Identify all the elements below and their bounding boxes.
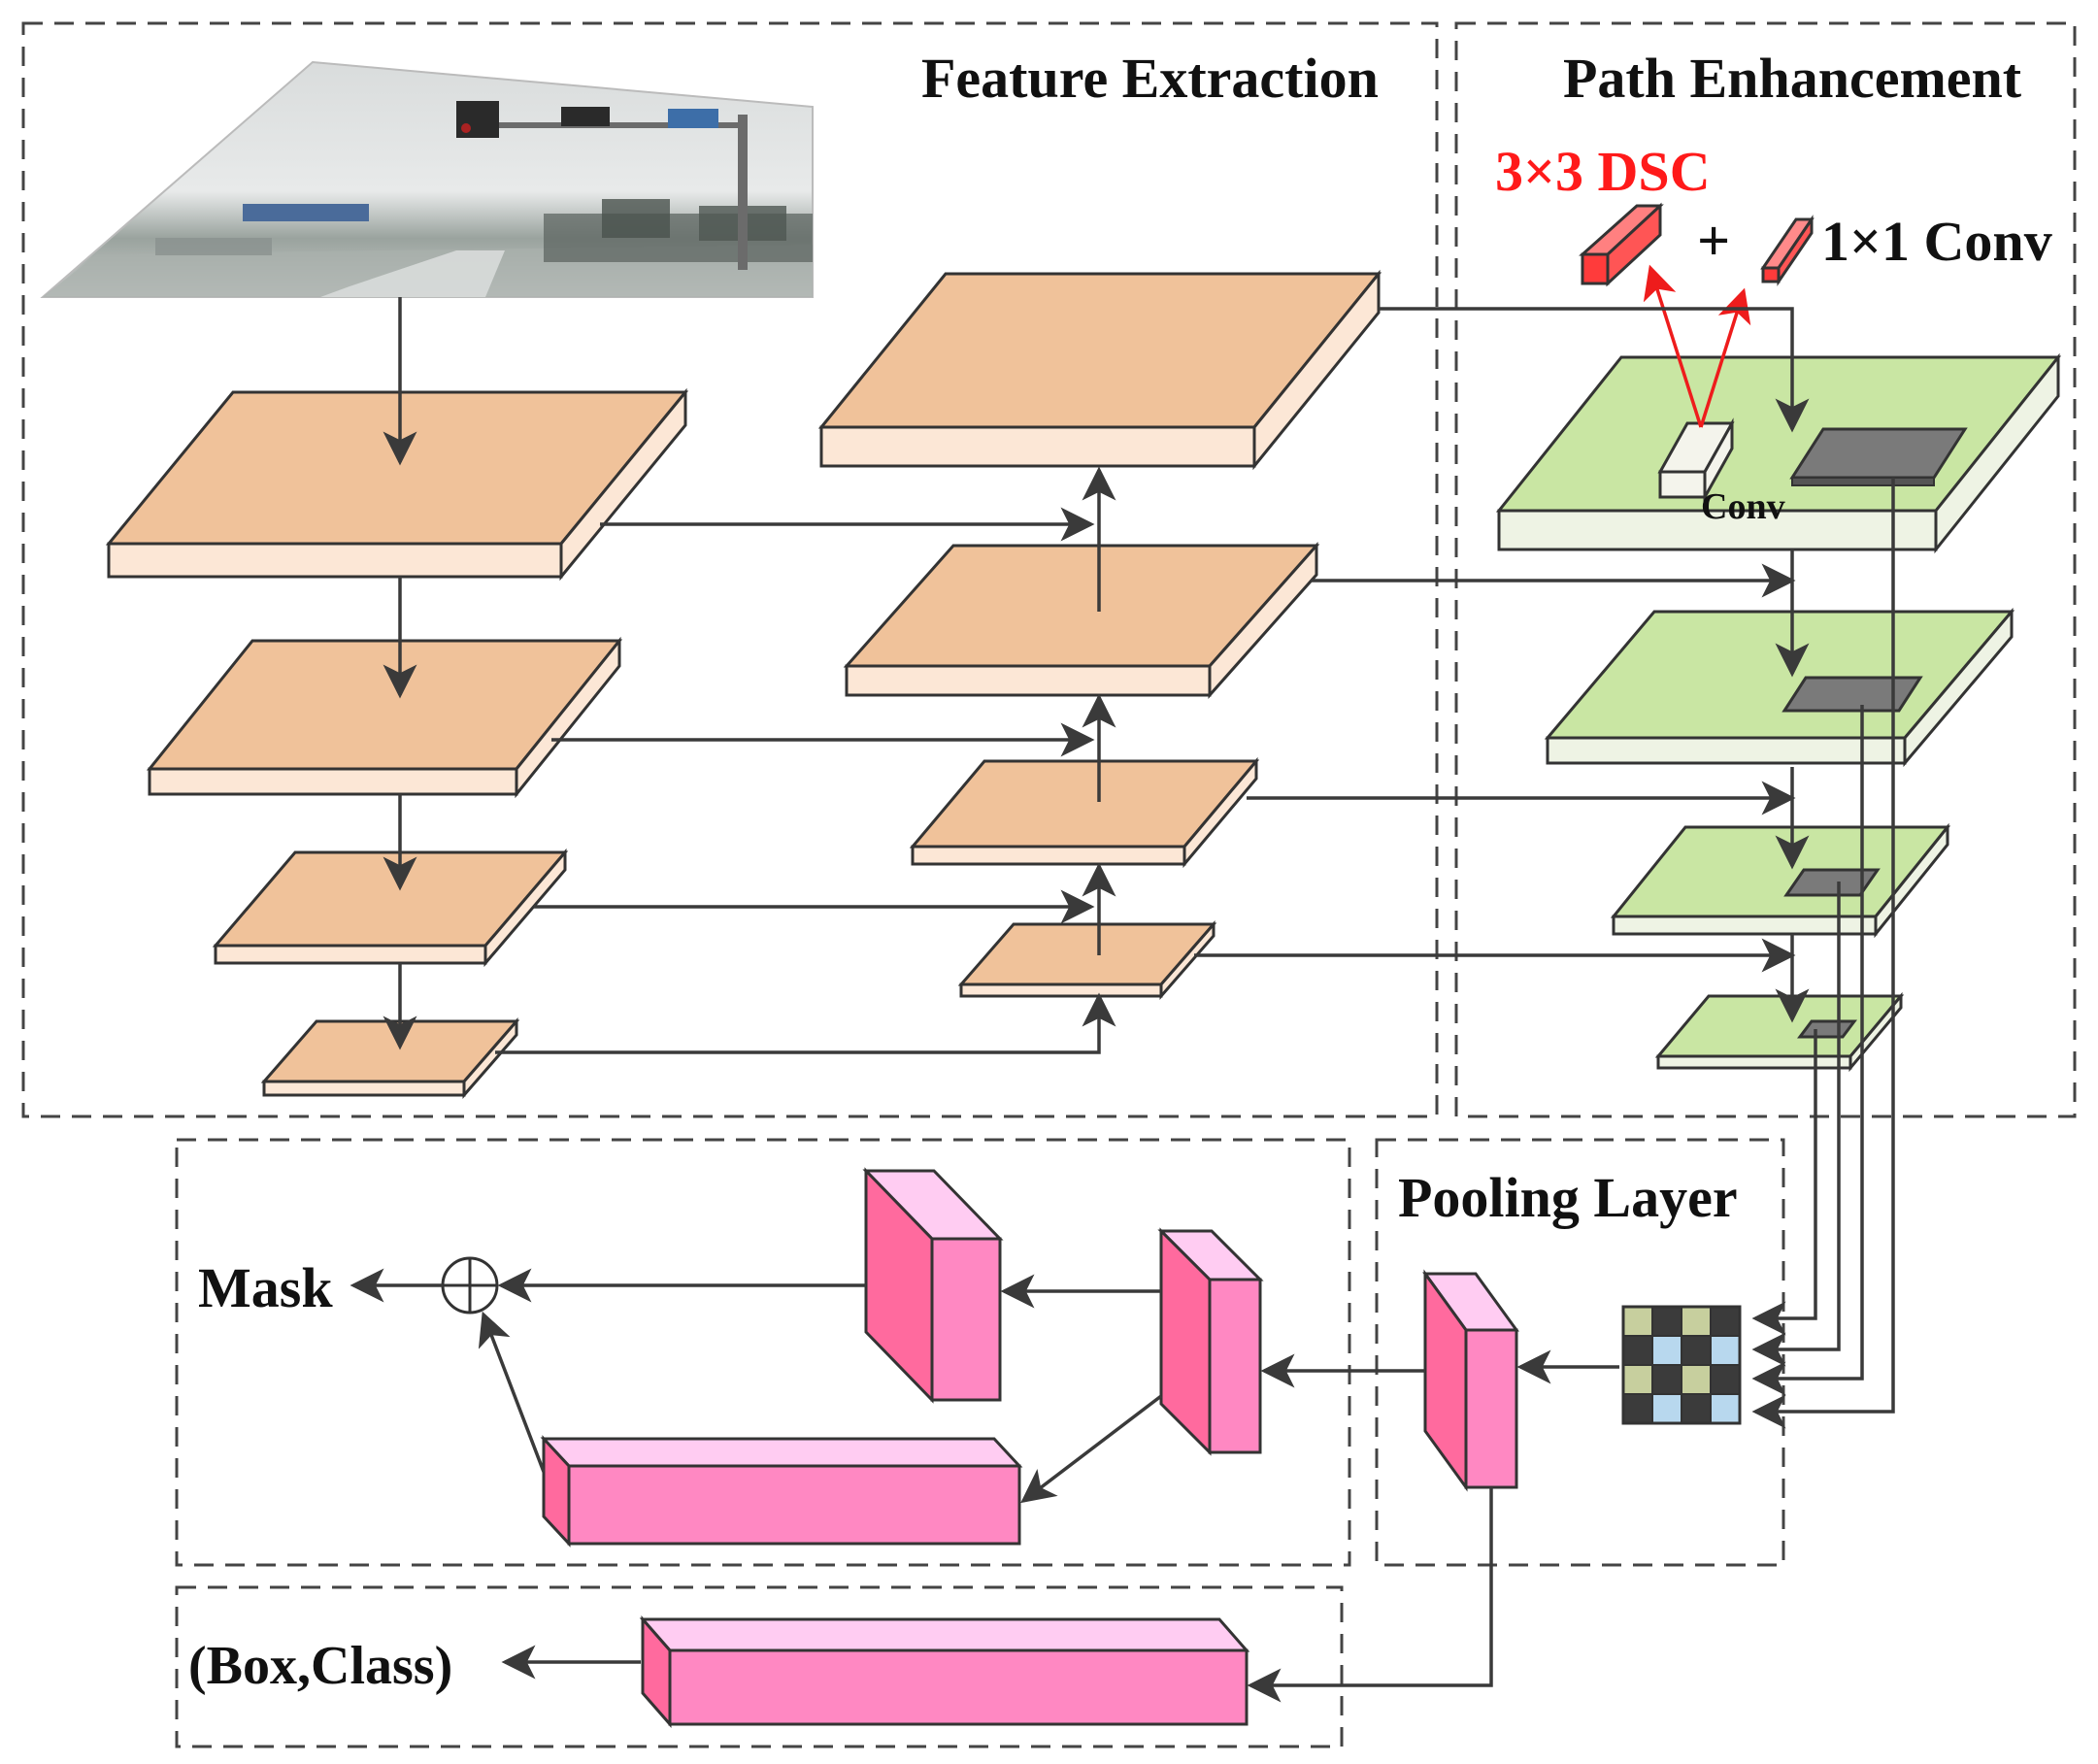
lateral-connections — [495, 507, 1116, 1054]
pooling-layer-title: Pooling Layer — [1398, 1166, 1738, 1229]
fpn-feature-map-3 — [909, 756, 1260, 869]
roi-patch-4 — [1797, 1019, 1857, 1039]
box-class-branch-region — [175, 1585, 1344, 1748]
path-enhancement-title: Path Enhancement — [1563, 47, 2022, 110]
pan-feature-map-2 — [1544, 607, 2015, 768]
pooled-feature-block — [1422, 1269, 1519, 1492]
mask-output-label: Mask — [198, 1256, 333, 1319]
conv-block — [1657, 417, 1735, 503]
roi-patch-1 — [1789, 427, 1968, 486]
mask-branch-region — [175, 1138, 1351, 1567]
backbone-feature-map-2 — [146, 636, 623, 799]
backbone-feature-map-3 — [212, 848, 569, 968]
box-class-output-label: (Box,Class) — [188, 1636, 452, 1696]
feature-extraction-title: Feature Extraction — [921, 47, 1379, 110]
mask-conv-block-2 — [862, 1167, 1004, 1404]
input-image — [40, 60, 814, 298]
plus-sign: + — [1697, 209, 1730, 273]
mask-conv-block-1 — [1157, 1227, 1264, 1456]
roi-patch-3 — [1783, 868, 1881, 897]
fpn-feature-map-4 — [957, 919, 1217, 1001]
roi-patch-2 — [1782, 676, 1923, 713]
sum-node — [441, 1256, 499, 1315]
red-arrow-to-dsc — [1643, 264, 1703, 428]
mask-fc-bar — [540, 1435, 1023, 1548]
feature-extraction-region — [21, 21, 1439, 1118]
fpn-to-pan-arrows — [1194, 307, 1810, 973]
box-class-fc-bar — [639, 1615, 1250, 1728]
conv-label: Conv — [1701, 486, 1785, 527]
path-enhancement-region — [1454, 21, 2077, 1118]
fpn-feature-map-2 — [843, 542, 1320, 699]
head-arrows — [350, 1268, 1619, 1703]
roi-align-grid — [1621, 1305, 1742, 1425]
red-arrow-to-conv1x1 — [1699, 287, 1751, 428]
roi-to-pooling-lines — [1751, 478, 1895, 1429]
conv1x1-label: 1×1 Conv — [1821, 210, 2052, 273]
dsc-label: 3×3 DSC — [1495, 140, 1711, 203]
backbone-feature-map-1 — [105, 387, 689, 582]
backbone-feature-map-4 — [260, 1016, 520, 1100]
conv1x1-block — [1760, 215, 1815, 286]
pan-feature-map-4 — [1654, 991, 1905, 1073]
fpn-feature-map-1 — [817, 269, 1382, 471]
dsc-block — [1579, 202, 1664, 287]
pan-feature-map-3 — [1610, 822, 1951, 939]
pooling-layer-region — [1375, 1138, 1785, 1567]
